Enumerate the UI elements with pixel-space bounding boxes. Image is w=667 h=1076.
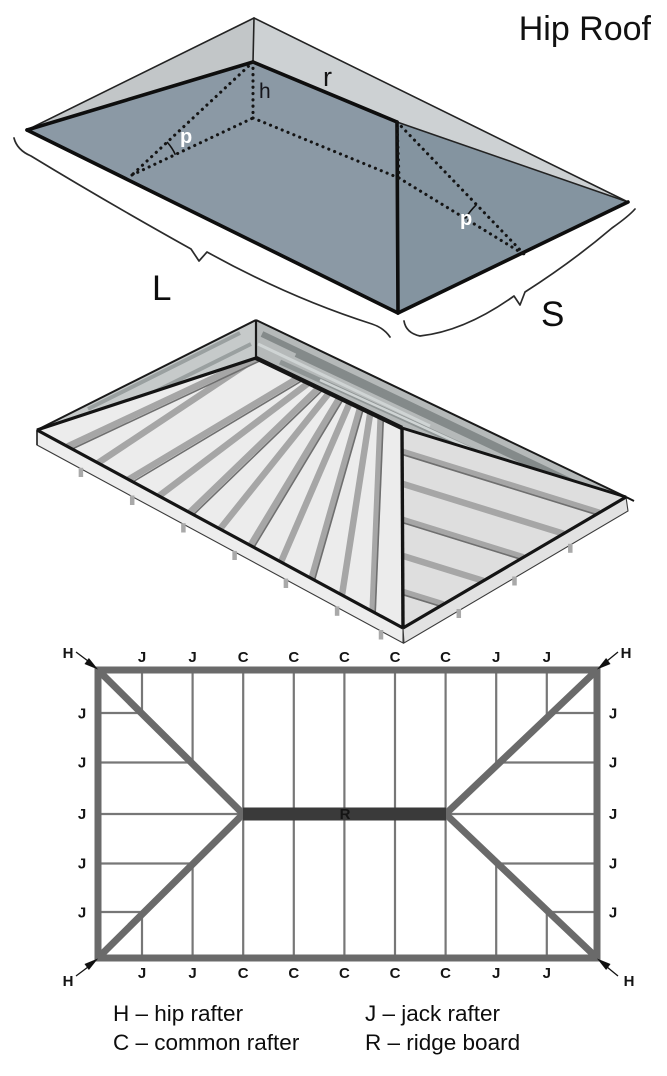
framing-outline-edges [36,319,635,630]
hip-arrows [75,651,619,977]
side-label: S [541,295,564,334]
plan-right-labels: J J J J J [609,706,617,922]
plan-label: C [339,649,350,666]
plan-border [94,666,601,962]
plan-label: J [78,856,86,873]
roof-outline-edges [26,17,629,203]
plan-label: J [138,649,146,666]
plan-label: J [78,905,86,922]
legend: H – hip rafter J – jack rafter C – commo… [113,1001,520,1056]
legend-item-jack-rafter: J – jack rafter [365,1001,501,1026]
plan-label: J [188,649,196,666]
pitch-angle-arc-left [166,141,177,156]
plan-label: C [238,965,249,982]
hip-roof-framing-diagram [36,319,635,644]
plan-corner-hip-labels: H H H H [63,645,635,990]
dotted-rafter-triangles [130,60,527,257]
rafter-tail-stubs [78,467,573,640]
length-label: L [152,269,171,308]
hip-roof-3d-diagram: r h p p L S [13,17,636,338]
plan-label: J [188,965,196,982]
front-slope-rafters [66,358,387,616]
plan-label: J [609,806,617,823]
page-title: Hip Roof [518,10,651,48]
plan-corner-label: H [63,973,74,990]
plan-corner-label: H [621,645,632,662]
plan-label: J [78,706,86,723]
plan-label: J [543,649,551,666]
plan-label: C [288,649,299,666]
plan-label: C [238,649,249,666]
legend-item-common-rafter: C – common rafter [113,1030,300,1055]
plan-corner-label: H [63,645,74,662]
ridge-length-label: r [323,62,332,92]
plan-label: J [609,755,617,772]
pitch-angle-label-right: p [460,208,472,230]
plan-label: J [609,706,617,723]
framing-right-hip-face [402,428,626,628]
plan-label: C [339,965,350,982]
pitch-angle-label-left: p [180,126,192,148]
plan-label: C [288,965,299,982]
plan-left-labels: J J J J J [78,706,86,922]
plan-label: J [492,649,500,666]
ridge-board-letter: R [340,806,351,823]
right-face-rafters [402,428,602,609]
plan-label: J [492,965,500,982]
plan-label: C [390,965,401,982]
plan-label: C [390,649,401,666]
plan-ridge-board [243,807,446,821]
plan-top-labels: J J C C C C C J J [138,649,551,666]
plan-label: J [78,806,86,823]
hip-roof-plan-diagram: R J J C C C C C J J J J C C C C C [63,645,635,990]
height-label: h [259,80,271,103]
plan-bottom-labels: J J C C C C C J J [138,965,551,982]
plan-label: C [440,649,451,666]
roof-right-hip-face [397,122,628,313]
length-brace [13,137,391,338]
legend-item-ridge-board: R – ridge board [365,1030,521,1055]
legend-item-hip-rafter: H – hip rafter [113,1001,244,1026]
plan-label: C [440,965,451,982]
framing-front-slope [37,358,403,628]
pitch-angle-arc-right [464,204,477,220]
plan-label: J [609,856,617,873]
plan-label: J [543,965,551,982]
plan-hip-rafters [95,667,600,961]
plan-label: J [609,905,617,922]
side-brace [403,208,636,337]
plan-label: J [138,965,146,982]
roof-front-slope-face [27,62,398,313]
plan-corner-label: H [624,973,635,990]
plan-label: J [78,755,86,772]
